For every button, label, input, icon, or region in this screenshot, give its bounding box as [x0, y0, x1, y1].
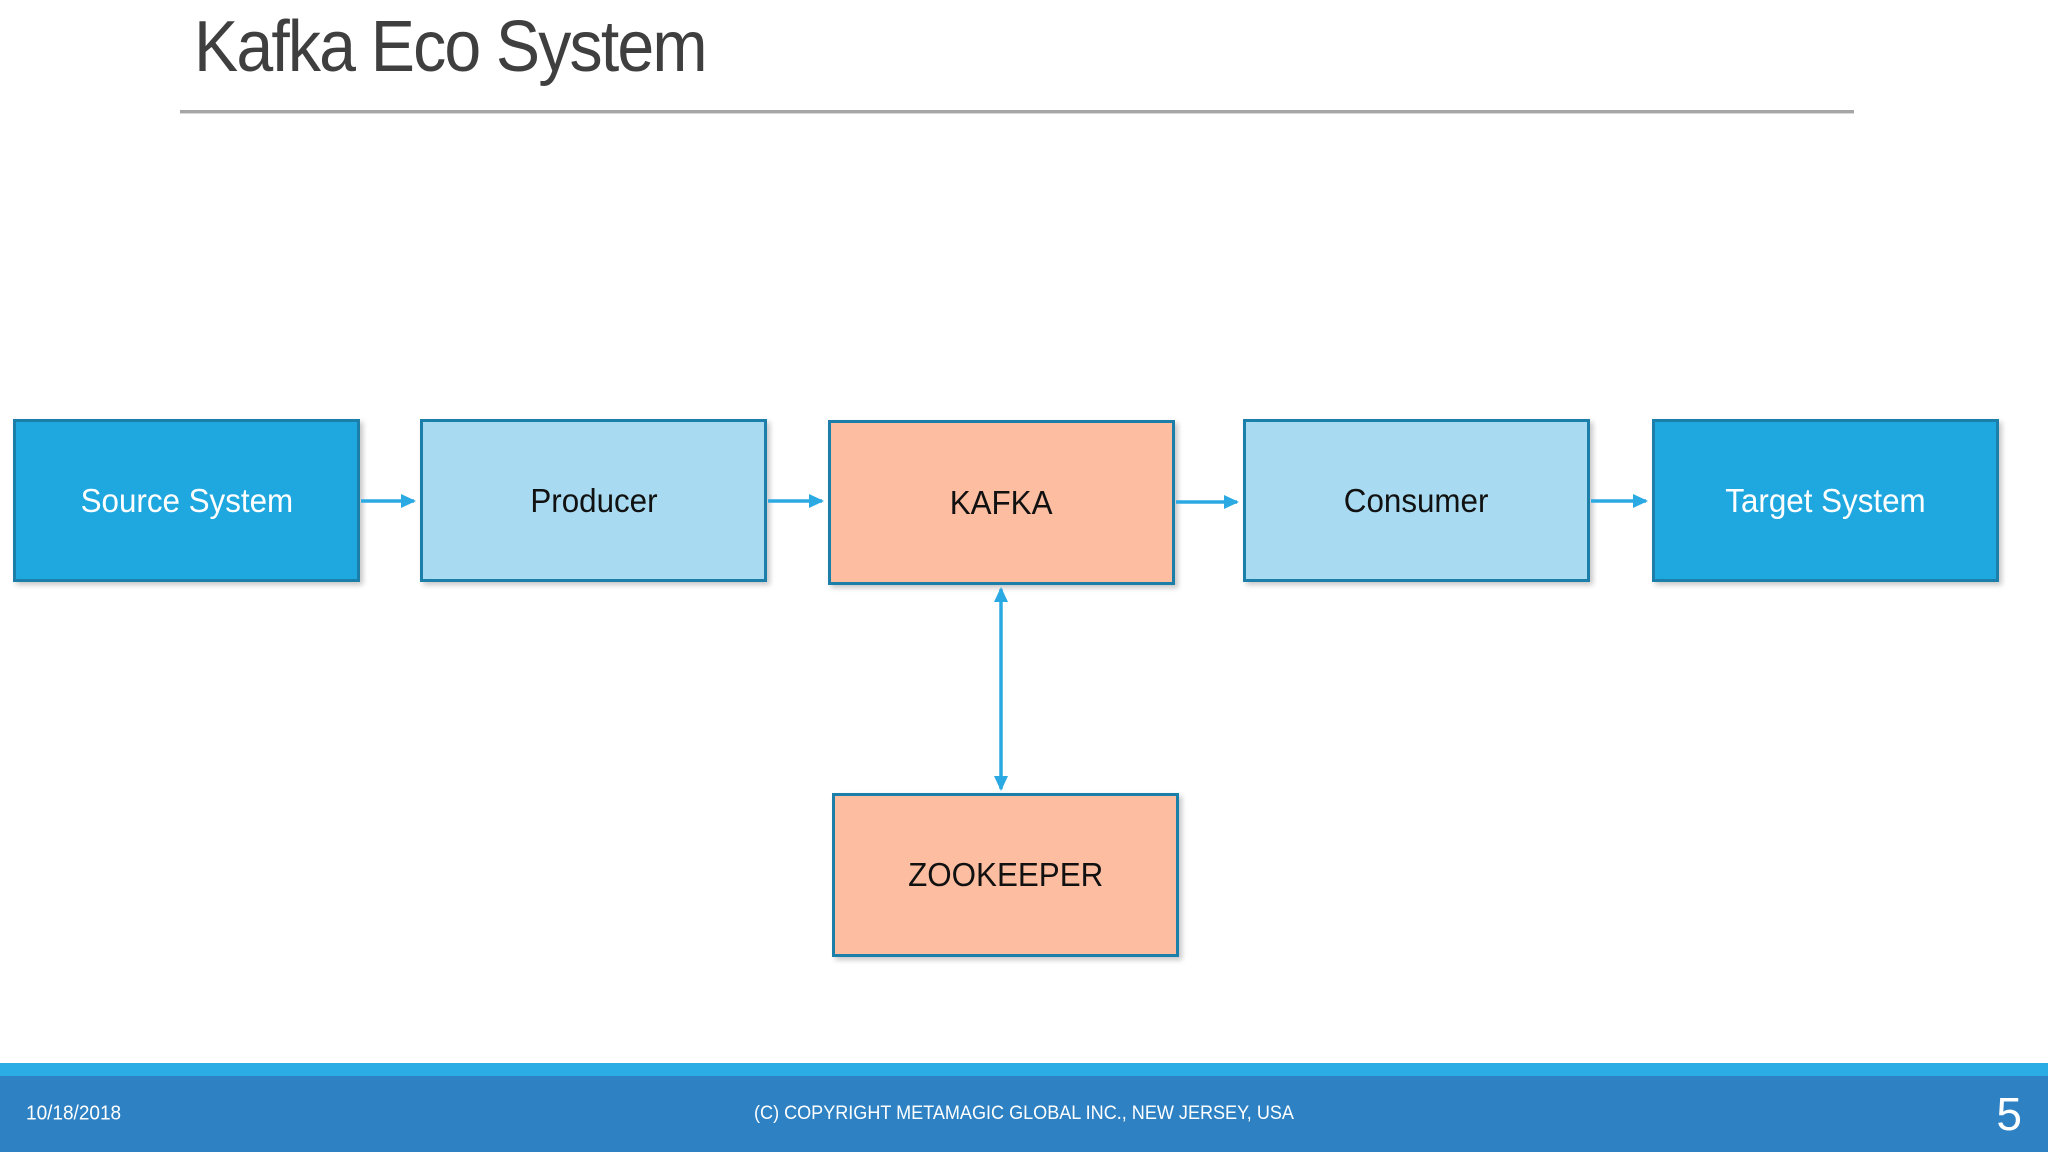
node-label-source-system: Source System — [80, 481, 293, 519]
diagram-node-source-system: Source System — [13, 419, 360, 582]
node-label-target-system: Target System — [1725, 481, 1926, 519]
title-underline — [180, 110, 1854, 114]
node-label-producer: Producer — [529, 481, 658, 519]
diagram-node-producer: Producer — [420, 419, 767, 582]
diagram-node-zookeeper: ZOOKEEPER — [832, 793, 1179, 957]
diagram-node-consumer: Consumer — [1243, 419, 1590, 582]
footer-copyright: (C) COPYRIGHT METAMAGIC GLOBAL INC., NEW… — [754, 1103, 1294, 1124]
footer-accent-strip — [0, 1063, 2048, 1076]
diagram-node-target-system: Target System — [1652, 419, 1999, 582]
diagram-node-kafka: KAFKA — [828, 420, 1175, 585]
footer-date: 10/18/2018 — [26, 1102, 122, 1125]
node-label-kafka: KAFKA — [950, 483, 1053, 521]
page-number: 5 — [1996, 1088, 2022, 1140]
page-title: Kafka Eco System — [194, 7, 708, 87]
node-label-consumer: Consumer — [1344, 481, 1489, 519]
footer-bar: 10/18/2018 (C) COPYRIGHT METAMAGIC GLOBA… — [0, 1076, 2048, 1152]
node-label-zookeeper: ZOOKEEPER — [907, 856, 1104, 893]
